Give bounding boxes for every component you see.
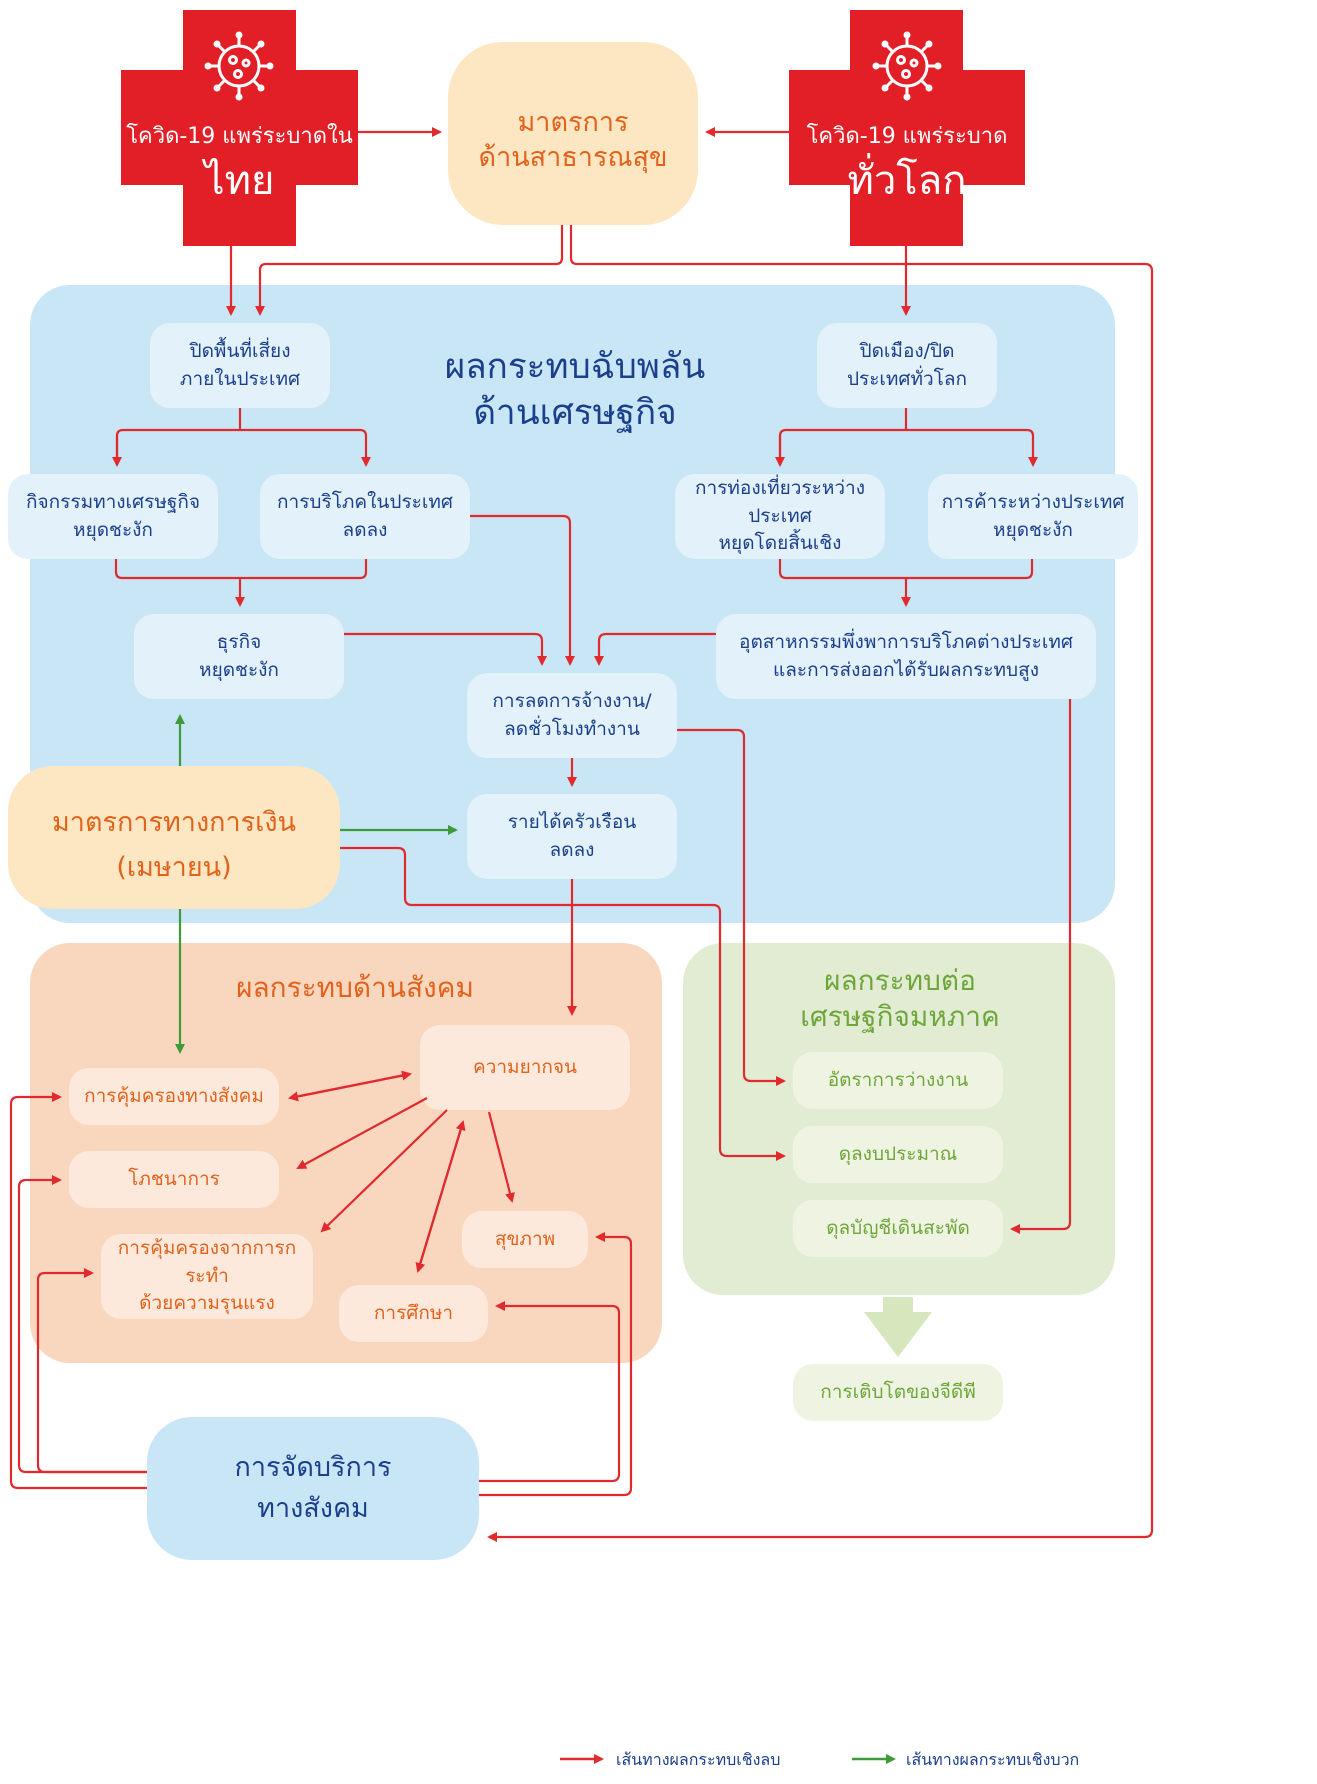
trade-box: การค้าระหว่างประเทศ หยุดชะงัก: [928, 474, 1138, 559]
public-health-line2: ด้านสาธารณสุข: [478, 142, 668, 173]
financial-measures-box: [8, 766, 340, 909]
cross-thailand-line2: ไทย: [204, 158, 275, 204]
cross-world-line2: ทั่วโลก: [847, 158, 967, 204]
poverty-box: ความยากจน: [420, 1025, 630, 1110]
nutrition-box: โภชนาการ: [69, 1151, 279, 1208]
financial-measures-line2: (เมษายน): [116, 852, 232, 883]
education-box: การศึกษา: [339, 1285, 488, 1342]
econ-halt-box: กิจกรรมทางเศรษฐกิจ หยุดชะงัก: [8, 474, 218, 559]
social-services-box: การจัดบริการ ทางสังคม: [147, 1417, 479, 1560]
cross-thailand: [121, 10, 358, 246]
violence-protection-box: การคุ้มครองจากการกระทำ ด้วยความรุนแรง: [101, 1234, 313, 1319]
economic-region-title: ผลกระทบฉับพลัน ด้านเศรษฐกิจ: [444, 347, 706, 433]
financial-measures-line1: มาตรการทางการเงิน: [51, 807, 297, 838]
layoffs-box: การลดการจ้างงาน/ ลดชั่วโมงทำงาน: [467, 673, 677, 758]
budget-balance-box: ดุลงบประมาณ: [793, 1126, 1003, 1183]
household-income-box: รายได้ครัวเรือน ลดลง: [467, 794, 677, 879]
public-health-box: [448, 42, 698, 225]
unemployment-box: อัตราการว่างงาน: [793, 1052, 1003, 1109]
cross-world: [789, 10, 1025, 246]
virus-icon: [872, 31, 942, 101]
cross-world-line1: โควิด-19 แพร่ระบาด: [806, 124, 1008, 149]
social-protection-box: การคุ้มครองทางสังคม: [69, 1068, 279, 1125]
lockdown-box: ปิดเมือง/ปิด ประเทศทั่วโลก: [817, 323, 997, 408]
macro-region-title: ผลกระทบต่อ เศรษฐกิจมหภาค: [800, 964, 1000, 1034]
legend-negative-label: เส้นทางผลกระทบเชิงลบ: [616, 1750, 781, 1769]
industry-box: อุตสาหกรรมพึ่งพาการบริโภคต่างประเทศ และก…: [716, 614, 1096, 699]
cross-thailand-line1: โควิด-19 แพร่ระบาดใน: [126, 124, 353, 149]
health-box: สุขภาพ: [462, 1211, 588, 1268]
close-domestic-box: ปิดพื้นที่เสี่ยง ภายในประเทศ: [150, 323, 330, 408]
public-health-line1: มาตรการ: [517, 107, 629, 138]
gdp-growth-box: การเติบโตของจีดีพี: [793, 1364, 1003, 1421]
social-region-title: ผลกระทบด้านสังคม: [236, 971, 474, 1004]
virus-icon: [204, 31, 274, 101]
business-halt-box: ธุรกิจ หยุดชะงัก: [134, 614, 344, 699]
domestic-consumption-box: การบริโภคในประเทศ ลดลง: [260, 474, 470, 559]
current-account-box: ดุลบัญชีเดินสะพัด: [793, 1200, 1003, 1257]
legend-positive-label: เส้นทางผลกระทบเชิงบวก: [906, 1750, 1080, 1769]
tourism-box: การท่องเที่ยวระหว่างประเทศ หยุดโดยสิ้นเช…: [675, 474, 885, 559]
